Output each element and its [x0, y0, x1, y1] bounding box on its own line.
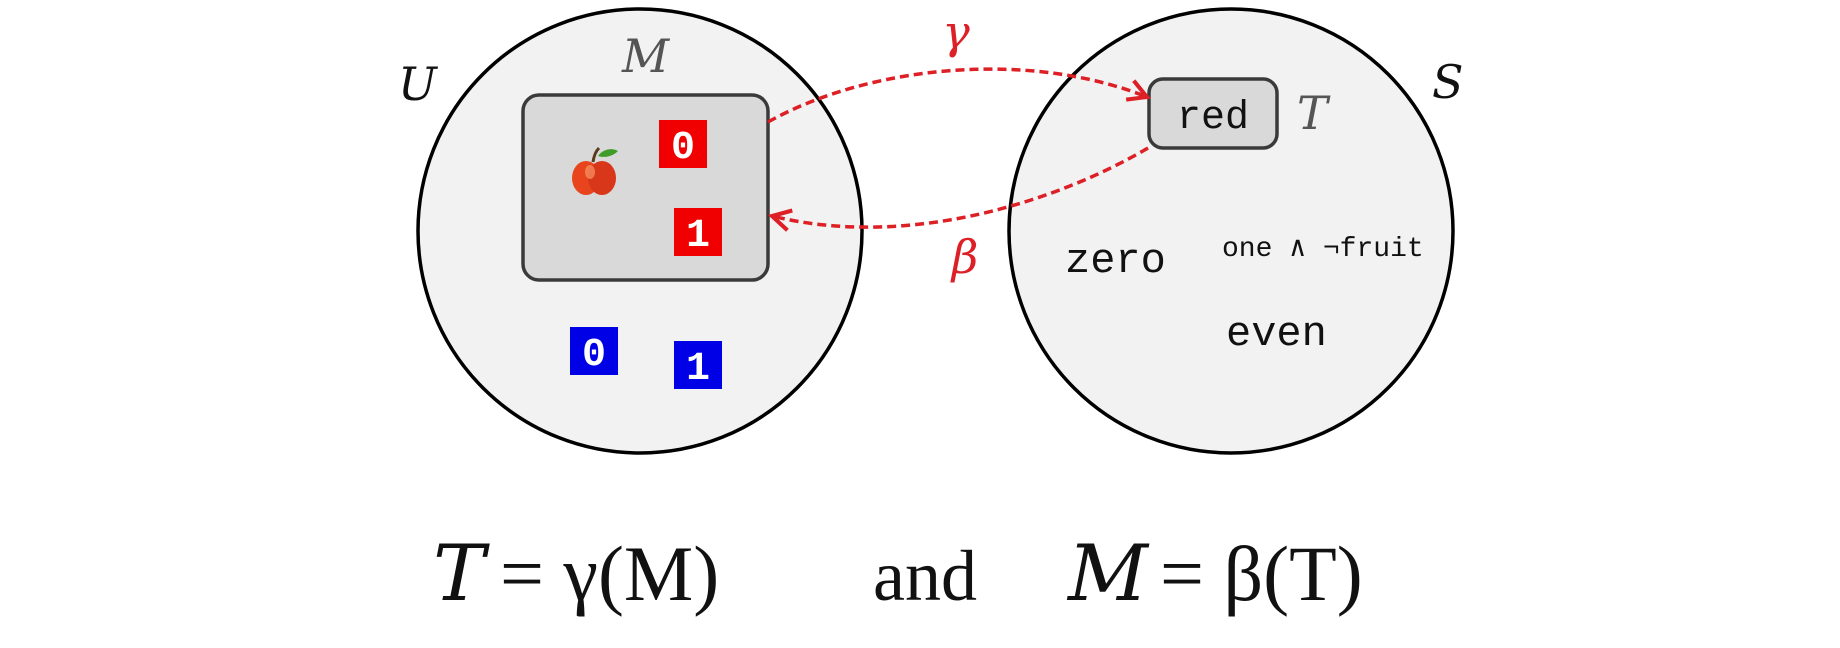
beta-label: β [950, 230, 979, 284]
apple-icon [572, 146, 618, 195]
blue-digit-one: 1 [686, 347, 710, 392]
caption-left-rhs: = γ(M) [500, 530, 719, 617]
universe-label-u: U [398, 57, 439, 111]
red-digit-tile-zero: 0 [659, 120, 707, 171]
beta-arrow [772, 146, 1149, 227]
caption-equation: T = γ(M) and M = β(T) [433, 529, 1363, 619]
symbol-circle-s [1007, 7, 1455, 455]
subset-label-t: T [1297, 86, 1331, 140]
caption-right-rhs: = β(T) [1160, 530, 1363, 617]
red-digit-zero: 0 [671, 126, 695, 171]
subset-box-t [1147, 77, 1279, 150]
subset-box-m [521, 93, 770, 282]
symbol-item-one-not-fruit: one ∧ ¬fruit [1222, 234, 1424, 265]
red-digit-one: 1 [686, 214, 710, 259]
subset-item-red: red [1177, 96, 1249, 141]
blue-digit-zero: 0 [582, 333, 606, 378]
red-digit-tile-one: 1 [674, 208, 722, 259]
caption-right-m: M [1066, 529, 1150, 619]
subset-label-m: M [621, 29, 671, 83]
blue-digit-tile-zero: 0 [570, 327, 618, 378]
symbol-item-even: even [1226, 310, 1327, 358]
gamma-arrow [767, 67, 1147, 124]
caption-connector: and [873, 536, 977, 616]
caption-left-t: T [433, 529, 490, 619]
blue-digit-tile-one: 1 [674, 341, 722, 392]
gamma-label: γ [942, 5, 970, 59]
symbol-label-s: S [1432, 55, 1464, 109]
symbol-item-zero: zero [1065, 237, 1166, 285]
